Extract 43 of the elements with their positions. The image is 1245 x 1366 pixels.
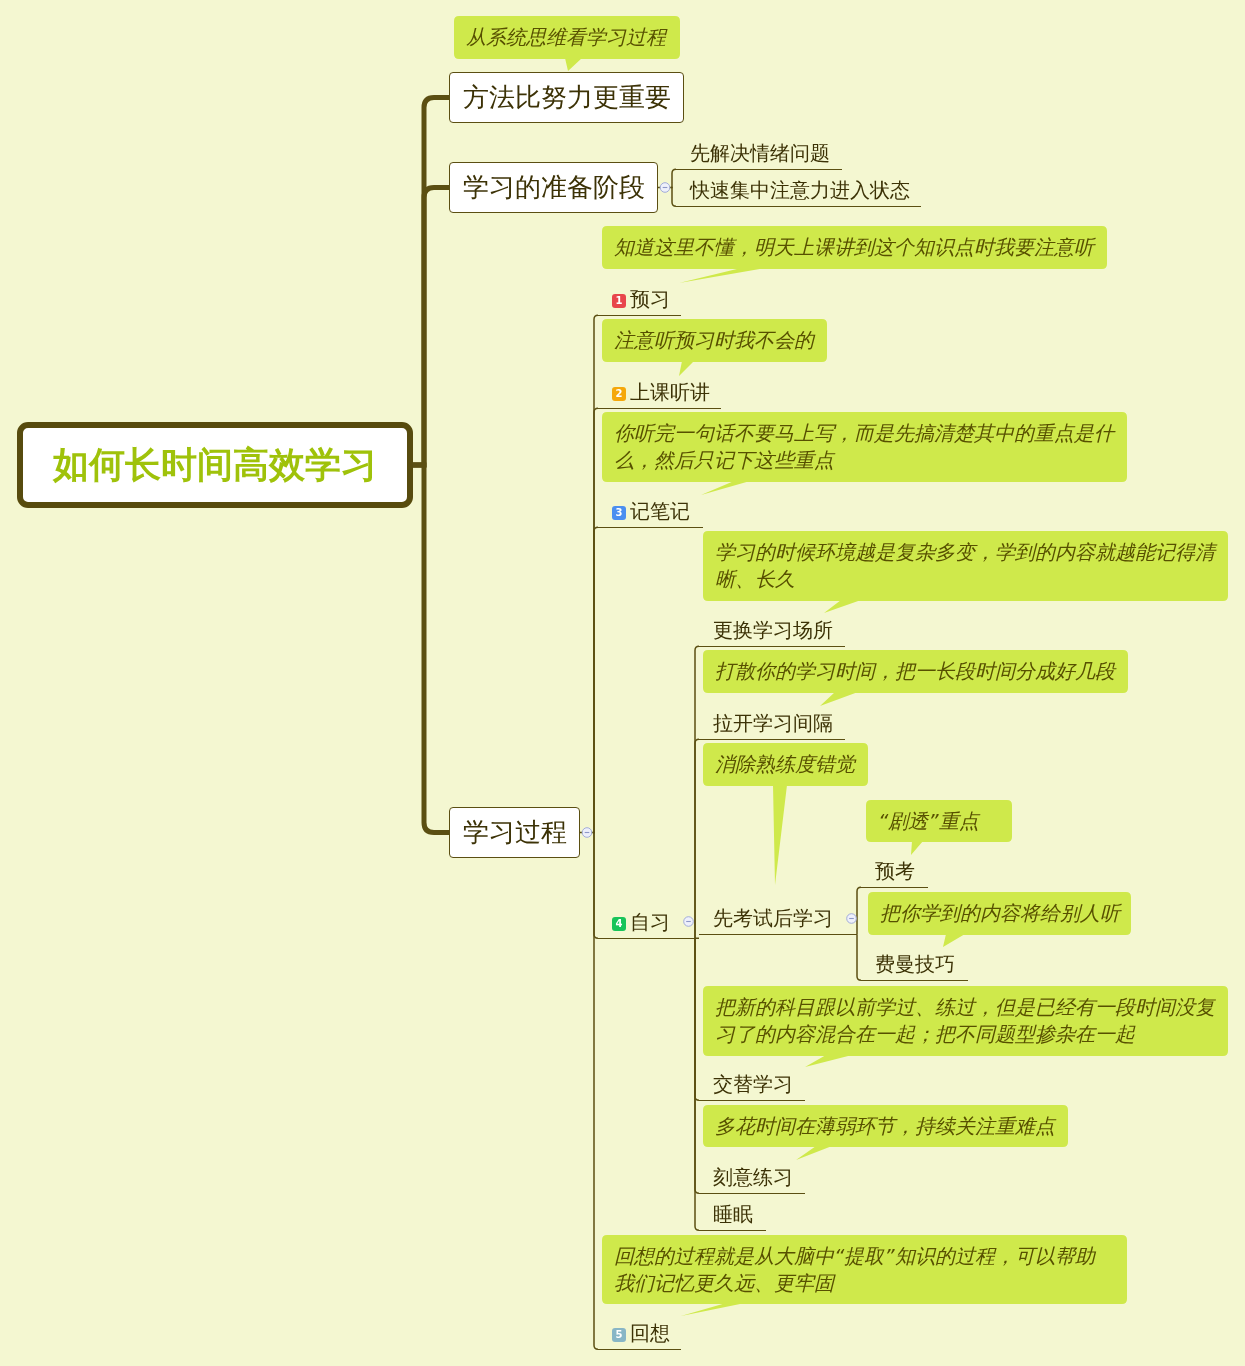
callout-bubble: “剧透”重点 <box>866 800 1012 855</box>
callout-bubble: 知道这里不懂，明天上课讲到这个知识点时我要注意听 <box>602 226 1107 283</box>
connector-line <box>856 886 862 935</box>
topic-label: 快速集中注意力进入状态 <box>690 178 910 202</box>
connector-line <box>856 933 862 981</box>
connector-line <box>670 186 677 207</box>
priority-badge: 5 <box>612 1328 626 1342</box>
topic-label: 睡眠 <box>713 1202 753 1226</box>
callout-bubble: 从系统思维看学习过程 <box>454 16 680 71</box>
topic-box: 学习的准备阶段 <box>449 162 658 213</box>
topic-label: 上课听讲 <box>630 380 710 404</box>
callout-bubble: 把你学到的内容将给别人听 <box>868 892 1131 947</box>
topic-label: 拉开学习间隔 <box>713 711 833 735</box>
topic-label: 先考试后学习 <box>713 906 833 930</box>
callout-bubble: 学习的时候环境越是复杂多变，学到的内容就越能记得清晰、长久 <box>703 531 1228 613</box>
priority-badge: 4 <box>612 917 626 931</box>
callout-bubble: 把新的科目跟以前学过、练过，但是已经有一段时间没复习了的内容混合在一起；把不同题型掺杂在一起 <box>703 986 1228 1067</box>
connector-line <box>694 937 700 939</box>
topic-box: 方法比努力更重要 <box>449 72 684 123</box>
callout-bubble: 打散你的学习时间，把一长段时间分成好几段 <box>703 650 1128 706</box>
topic-label: 预考 <box>875 859 915 883</box>
topic-label: 交替学习 <box>713 1072 793 1096</box>
topic-box: 学习过程 <box>449 807 580 858</box>
priority-badge: 3 <box>612 506 626 520</box>
topic-label: 更换学习场所 <box>713 618 833 642</box>
connector-line <box>670 168 677 189</box>
callout-bubble: 你听完一句话不要马上写，而是先搞清楚其中的重点是什么，然后只记下这些重点 <box>602 412 1127 495</box>
topic-label: 自习 <box>630 910 670 934</box>
topic-label: 费曼技巧 <box>875 952 955 976</box>
connector-line <box>592 526 599 834</box>
topic-label: 刻意练习 <box>713 1165 793 1189</box>
priority-badge: 2 <box>612 387 626 401</box>
callout-bubble: 多花时间在薄弱环节，持续关注重难点 <box>703 1105 1068 1160</box>
topic-label: 回想 <box>630 1321 670 1345</box>
topic-label: 预习 <box>630 287 670 311</box>
connector-line <box>592 831 599 1350</box>
callout-bubble: 回想的过程就是从大脑中“提取”知识的过程，可以帮助我们记忆更久远、更牢固 <box>602 1235 1127 1316</box>
priority-badge: 1 <box>612 294 626 308</box>
topic-label: 先解决情绪问题 <box>690 141 830 165</box>
callout-bubble: 注意听预习时我不会的 <box>602 319 827 376</box>
connector-line <box>694 738 700 939</box>
topic-label: 记笔记 <box>630 499 690 523</box>
central-topic-box: 如何长时间高效学习 <box>17 422 413 508</box>
